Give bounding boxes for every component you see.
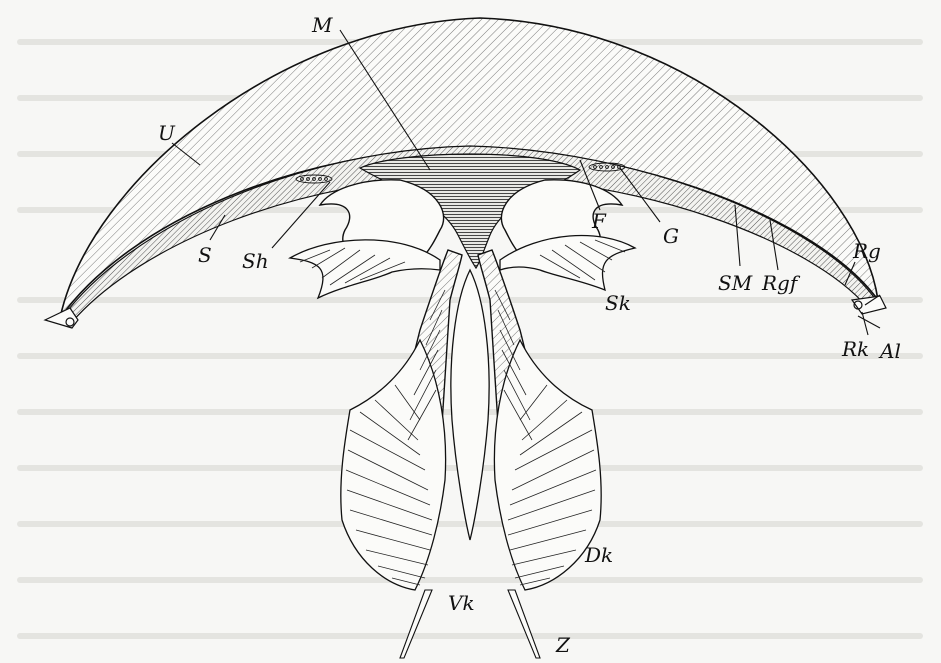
label-Sh: Sh — [242, 249, 269, 273]
label-Al: Al — [878, 339, 901, 363]
label-Rk: Rk — [841, 337, 869, 361]
right-rhopalium — [852, 296, 886, 314]
label-SM: SM — [718, 271, 753, 295]
label-Rg: Rg — [852, 239, 881, 263]
label-S: S — [198, 243, 212, 267]
right-terminal-filament — [508, 590, 540, 658]
label-U: U — [158, 121, 176, 145]
label-M: M — [311, 13, 333, 37]
label-Vk: Vk — [448, 591, 475, 615]
central-canal — [451, 270, 489, 540]
left-upper-frill — [290, 240, 440, 298]
left-lower-frill — [341, 340, 446, 590]
label-Z: Z — [555, 633, 571, 657]
label-G: G — [663, 224, 679, 248]
label-Dk: Dk — [584, 543, 613, 567]
label-Rgf: Rgf — [761, 271, 801, 295]
left-terminal-filament — [400, 590, 432, 658]
label-Sk: Sk — [605, 291, 631, 315]
label-F: F — [591, 209, 607, 233]
